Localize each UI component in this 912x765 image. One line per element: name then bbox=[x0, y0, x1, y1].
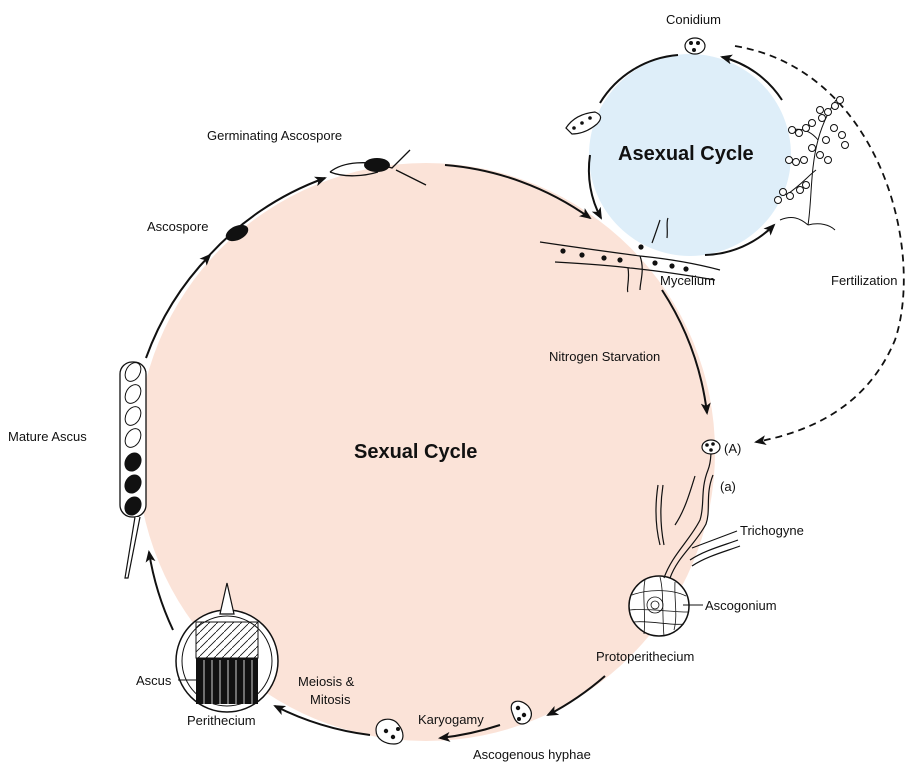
label-ascus: Ascus bbox=[136, 673, 172, 688]
label-ascogonium: Ascogonium bbox=[705, 598, 777, 613]
label-mating-A: (A) bbox=[724, 441, 741, 456]
protoperithecium-icon bbox=[629, 576, 689, 636]
label-trichogyne: Trichogyne bbox=[740, 523, 804, 538]
mature-ascus-icon bbox=[120, 360, 146, 578]
label-mitosis: Mitosis bbox=[310, 692, 351, 707]
label-protoperithecium: Protoperithecium bbox=[596, 649, 694, 664]
label-mycelium: Mycelium bbox=[660, 273, 715, 288]
label-ascogenous-hyphae: Ascogenous hyphae bbox=[473, 747, 591, 762]
conidium-icon bbox=[685, 38, 705, 54]
label-nitrogen-starvation: Nitrogen Starvation bbox=[549, 349, 660, 364]
label-meiosis: Meiosis & bbox=[298, 674, 355, 689]
conidium-A-icon bbox=[702, 440, 720, 454]
label-fertilization: Fertilization bbox=[831, 273, 897, 288]
label-germinating-ascospore: Germinating Ascospore bbox=[207, 128, 342, 143]
label-karyogamy: Karyogamy bbox=[418, 712, 484, 727]
label-mature-ascus: Mature Ascus bbox=[8, 429, 87, 444]
label-conidium: Conidium bbox=[666, 12, 721, 27]
label-ascospore: Ascospore bbox=[147, 219, 208, 234]
sexual-cycle-title: Sexual Cycle bbox=[354, 441, 477, 463]
label-perithecium: Perithecium bbox=[187, 713, 256, 728]
label-mating-a: (a) bbox=[720, 479, 736, 494]
asexual-cycle-title: Asexual Cycle bbox=[618, 143, 754, 165]
